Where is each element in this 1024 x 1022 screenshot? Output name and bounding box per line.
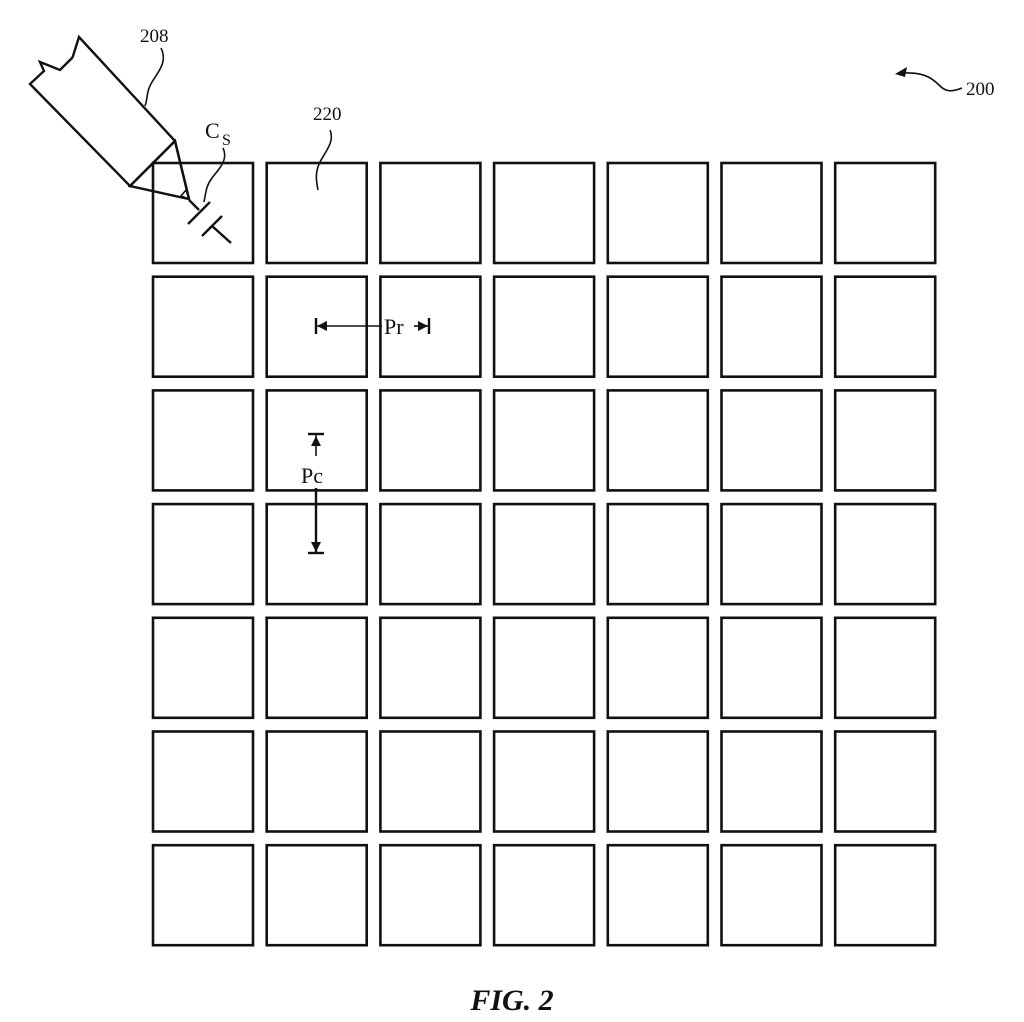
figure-caption: FIG. 2 <box>469 984 553 1017</box>
electrode-cell <box>379 843 482 947</box>
electrode-cell <box>379 161 482 265</box>
electrode-cell <box>492 616 596 720</box>
electrode-cell <box>151 161 255 265</box>
electrode-cell <box>720 730 823 833</box>
electrode-cell <box>492 275 596 379</box>
electrode-cell <box>151 730 255 833</box>
row-pitch-dimension <box>314 318 431 334</box>
electrode-cell <box>606 161 710 265</box>
electrode-cell <box>379 389 482 492</box>
leader-208 <box>144 47 165 107</box>
electrode-cell <box>151 275 255 379</box>
electrode-cell <box>151 389 255 492</box>
numeral-208: 208 <box>140 26 169 47</box>
stylus-nib <box>179 188 191 201</box>
numeral-200: 200 <box>966 79 995 100</box>
electrode-cell <box>606 730 710 833</box>
electrode-cell <box>492 161 596 265</box>
label-cs-main: C <box>205 118 220 143</box>
electrode-cell <box>833 616 937 720</box>
electrode-cell <box>606 502 710 606</box>
electrode-cell <box>151 843 255 947</box>
label-cs-sub: S <box>222 132 231 149</box>
electrode-cell <box>379 502 482 606</box>
leader-cs <box>203 147 226 203</box>
electrode-cell <box>265 616 369 720</box>
electrode-cell <box>492 730 596 833</box>
label-pr: Pr <box>384 314 404 339</box>
electrode-cell <box>265 843 369 947</box>
electrode-cell <box>492 502 596 606</box>
electrode-cell <box>265 730 369 833</box>
stylus <box>28 34 191 201</box>
electrode-cell <box>379 275 482 379</box>
electrode-cell <box>833 730 937 833</box>
electrode-cell <box>833 275 937 379</box>
capacitor-symbol <box>187 199 232 244</box>
electrode-cell <box>720 616 823 720</box>
electrode-cell <box>606 616 710 720</box>
leader-220 <box>315 129 333 191</box>
electrode-cell <box>492 843 596 947</box>
electrode-cell <box>492 389 596 492</box>
electrode-cell <box>379 616 482 720</box>
electrode-cell <box>720 275 823 379</box>
numeral-220: 220 <box>313 104 342 125</box>
electrode-grid <box>151 161 937 947</box>
electrode-cell <box>151 616 255 720</box>
electrode-cell <box>606 843 710 947</box>
electrode-cell <box>606 275 710 379</box>
arrow-200-head <box>895 67 907 77</box>
electrode-cell <box>606 389 710 492</box>
leader-200 <box>904 72 963 92</box>
electrode-cell <box>720 843 823 947</box>
column-pitch-dimension <box>308 432 324 555</box>
electrode-cell <box>720 161 823 265</box>
electrode-cell <box>833 502 937 606</box>
label-pc: Pc <box>301 463 323 488</box>
electrode-cell <box>833 843 937 947</box>
electrode-cell <box>720 389 823 492</box>
electrode-cell <box>379 730 482 833</box>
electrode-cell <box>833 161 937 265</box>
electrode-cell <box>151 502 255 606</box>
electrode-cell <box>720 502 823 606</box>
electrode-cell <box>833 389 937 492</box>
